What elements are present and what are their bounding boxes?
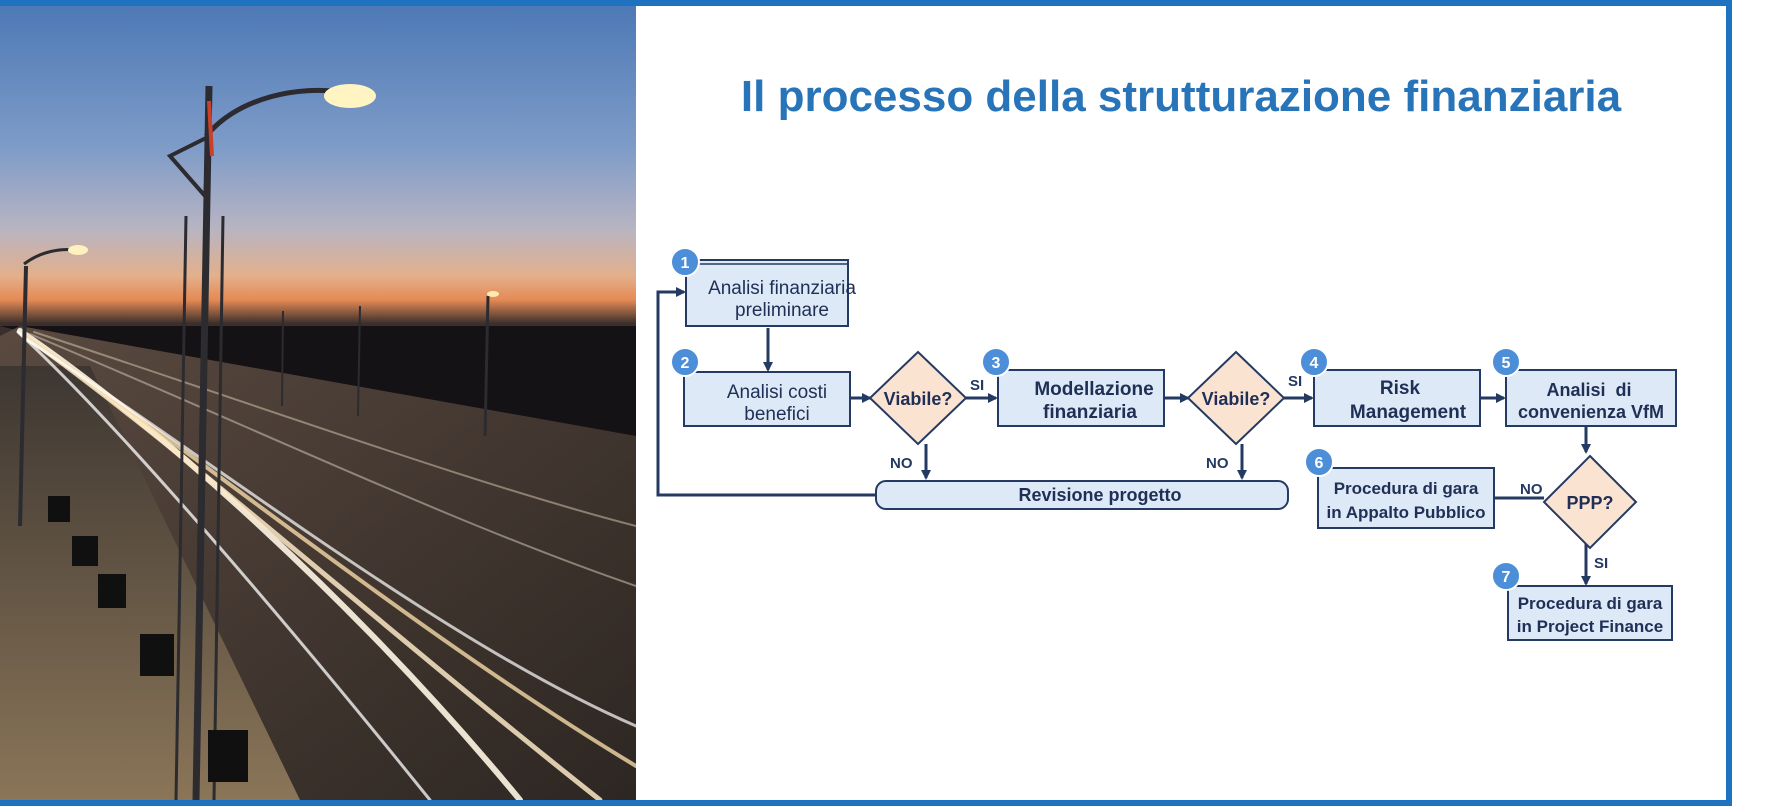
arrow-revision-to-step1 [656, 287, 876, 497]
step1-label-line1: Analisi finanziaria [708, 278, 856, 299]
step2-box: Analisi costi benefici [683, 371, 851, 427]
step5-number: 5 [1502, 355, 1511, 372]
step1-number: 1 [681, 255, 690, 272]
decision2-diamond: Viabile? [1186, 350, 1286, 446]
step1-box: Analisi finanziaria preliminare [685, 259, 856, 327]
step1-label-line2: preliminare [735, 300, 829, 321]
step7-label-line1: Procedura di gara [1518, 594, 1663, 613]
step6-box: Procedura di gara in Appalto Pubblico [1317, 467, 1495, 529]
decision3-diamond: PPP? [1542, 454, 1638, 550]
decision1-no-label: NO [890, 455, 913, 472]
step5-label-line1: Analisi di [1546, 380, 1631, 400]
decision3-no-label: NO [1520, 481, 1543, 498]
step1-badge: 1 [670, 247, 700, 277]
step3-label-line2: finanziaria [1043, 402, 1137, 423]
revision-label: Revisione progetto [1018, 485, 1181, 505]
decision2-label: Viabile? [1202, 389, 1271, 409]
step4-number: 4 [1310, 355, 1319, 372]
decision3-yes-label: SI [1594, 555, 1608, 572]
step4-box: Risk Management [1313, 369, 1481, 427]
frame-top-border [0, 0, 1732, 6]
step3-label-line1: Modellazione [1034, 379, 1153, 400]
decision2-no-label: NO [1206, 455, 1229, 472]
step7-badge: 7 [1491, 561, 1521, 591]
step6-label-line1: Procedura di gara [1334, 479, 1479, 498]
decision1-label: Viabile? [884, 389, 953, 409]
step4-label-line1: Risk [1380, 378, 1421, 399]
decision3-label: PPP? [1566, 493, 1613, 513]
decision1-diamond: Viabile? [868, 350, 968, 446]
step7-label-line2: in Project Finance [1517, 617, 1663, 636]
step6-number: 6 [1315, 455, 1324, 472]
step5-box: Analisi di convenienza VfM [1505, 369, 1677, 427]
step3-box: Modellazione finanziaria [997, 369, 1165, 427]
decision1-yes-label: SI [970, 377, 984, 394]
revision-box: Revisione progetto [875, 480, 1289, 510]
step5-label-line2: convenienza VfM [1518, 402, 1664, 422]
step2-label-line1: Analisi costi [727, 382, 827, 403]
financial-structuring-flowchart: SI NO SI NO NO SI Analisi finanziaria pr… [636, 200, 1726, 665]
frame-right-border [1726, 0, 1732, 806]
step4-label-line2: Management [1350, 402, 1467, 423]
frame-bottom-border [0, 800, 1732, 806]
step5-badge: 5 [1491, 347, 1521, 377]
highway-photo [0, 6, 636, 800]
step4-badge: 4 [1299, 347, 1329, 377]
step3-number: 3 [992, 355, 1001, 372]
connectors [656, 287, 1591, 586]
decision2-yes-label: SI [1288, 373, 1302, 390]
step6-badge: 6 [1304, 447, 1334, 477]
step3-badge: 3 [981, 347, 1011, 377]
slide-title: Il processo della strutturazione finanzi… [740, 72, 1622, 121]
step2-label-line2: benefici [744, 404, 810, 425]
step6-label-line2: in Appalto Pubblico [1327, 503, 1486, 522]
step7-box: Procedura di gara in Project Finance [1507, 585, 1673, 641]
step2-badge: 2 [670, 347, 700, 377]
step2-number: 2 [681, 355, 690, 372]
step7-number: 7 [1502, 569, 1511, 586]
